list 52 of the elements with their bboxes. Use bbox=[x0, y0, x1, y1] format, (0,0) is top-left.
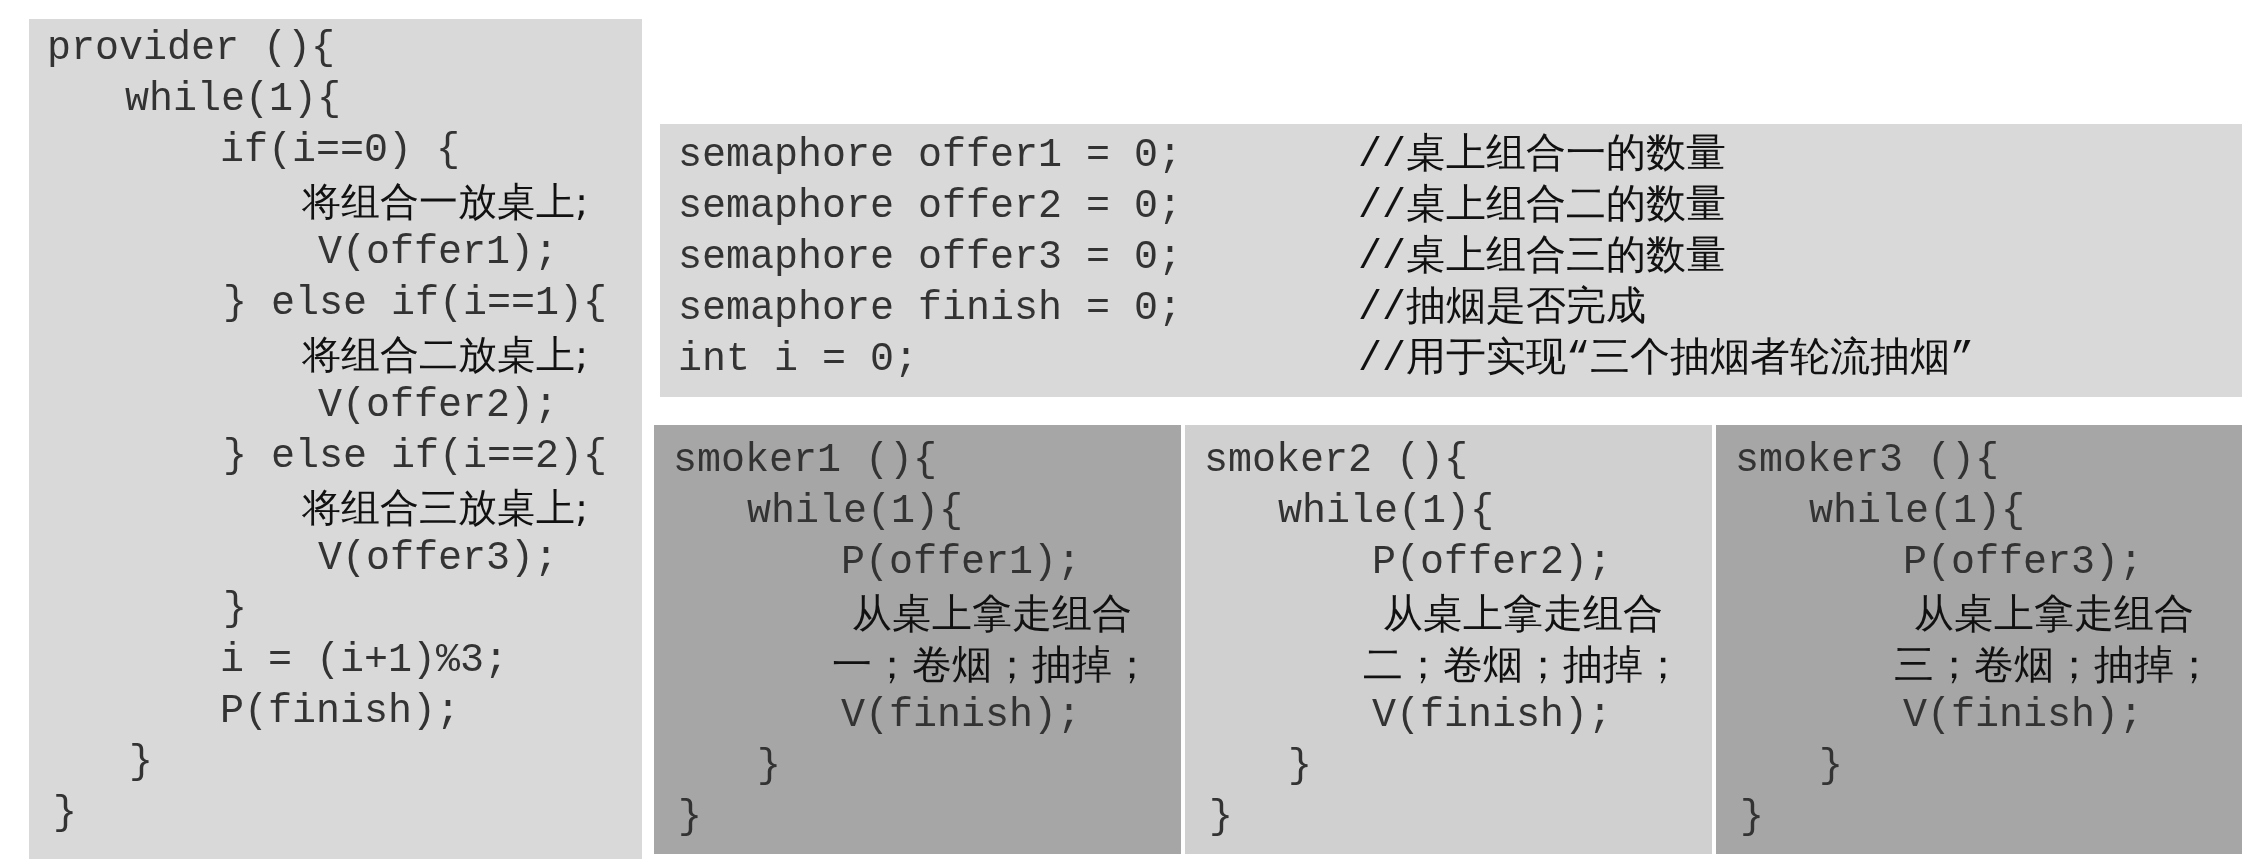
code-comment: //用于实现“三个抽烟者轮流抽烟” bbox=[1358, 335, 1975, 384]
code-line: provider (){ bbox=[47, 25, 336, 73]
code-line: V(finish); bbox=[1372, 692, 1613, 740]
code-line: semaphore finish = 0; bbox=[678, 285, 1184, 333]
code-comment: //桌上组合二的数量 bbox=[1358, 182, 1727, 231]
code-panel bbox=[1185, 425, 1712, 854]
code-comment: //桌上组合一的数量 bbox=[1358, 131, 1727, 180]
code-line: } bbox=[223, 586, 247, 634]
code-line: V(finish); bbox=[1903, 692, 2144, 740]
code-panel bbox=[1716, 425, 2242, 854]
code-line: smoker2 (){ bbox=[1204, 437, 1469, 485]
code-line: } bbox=[1288, 743, 1312, 791]
code-line: } bbox=[129, 739, 153, 787]
code-line: } bbox=[1819, 743, 1843, 791]
code-comment: //桌上组合三的数量 bbox=[1358, 233, 1727, 282]
code-line: while(1){ bbox=[1809, 488, 2026, 536]
code-line: while(1){ bbox=[125, 76, 342, 124]
code-line: smoker1 (){ bbox=[673, 437, 938, 485]
code-line: 将组合三放桌上; bbox=[302, 484, 589, 532]
code-line: } else if(i==1){ bbox=[223, 280, 608, 328]
code-line: V(offer3); bbox=[318, 535, 559, 583]
code-line: int i = 0; bbox=[678, 336, 920, 384]
code-line: P(finish); bbox=[220, 688, 461, 736]
code-line: 从桌上拿走组合二；卷烟；抽掉； bbox=[1362, 589, 1684, 689]
code-line: V(finish); bbox=[841, 692, 1082, 740]
code-line: 从桌上拿走组合一；卷烟；抽掉； bbox=[831, 589, 1153, 689]
code-line: i = (i+1)%3; bbox=[220, 637, 509, 685]
code-panel bbox=[654, 425, 1181, 854]
code-line: V(offer2); bbox=[318, 382, 559, 430]
code-line: 将组合一放桌上; bbox=[302, 178, 589, 226]
code-line: while(1){ bbox=[747, 488, 964, 536]
code-line: } bbox=[678, 794, 702, 842]
code-panel bbox=[29, 19, 642, 859]
code-line: while(1){ bbox=[1278, 488, 1495, 536]
code-line: } bbox=[1740, 794, 1764, 842]
code-line: semaphore offer3 = 0; bbox=[678, 234, 1184, 282]
code-line: semaphore offer1 = 0; bbox=[678, 132, 1184, 180]
code-line: V(offer1); bbox=[318, 229, 559, 277]
code-line: if(i==0) { bbox=[220, 127, 461, 175]
code-line: P(offer3); bbox=[1903, 539, 2144, 587]
code-line: P(offer1); bbox=[841, 539, 1082, 587]
code-line: P(offer2); bbox=[1372, 539, 1613, 587]
code-line: smoker3 (){ bbox=[1735, 437, 2000, 485]
code-panel bbox=[660, 124, 2242, 397]
code-line: semaphore offer2 = 0; bbox=[678, 183, 1184, 231]
code-line: } else if(i==2){ bbox=[223, 433, 608, 481]
code-line: } bbox=[53, 790, 77, 838]
code-line: 从桌上拿走组合三；卷烟；抽掉； bbox=[1893, 589, 2215, 689]
code-line: } bbox=[1209, 794, 1233, 842]
code-line: 将组合二放桌上; bbox=[302, 331, 589, 379]
code-comment: //抽烟是否完成 bbox=[1358, 284, 1647, 333]
code-line: } bbox=[757, 743, 781, 791]
